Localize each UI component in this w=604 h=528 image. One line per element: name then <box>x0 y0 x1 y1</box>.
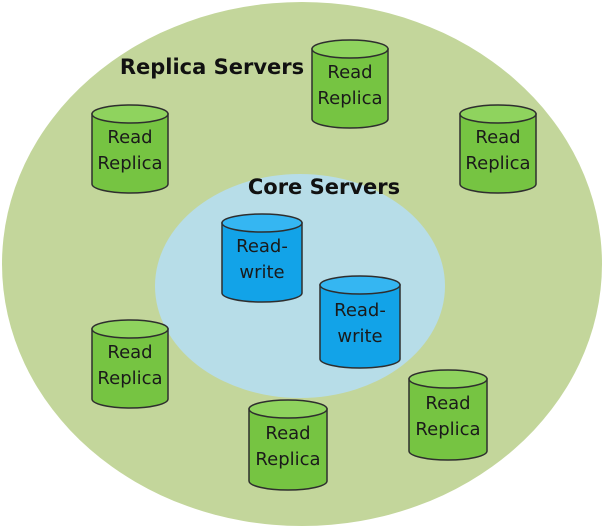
server-label-line2: Replica <box>255 449 320 470</box>
server-label-line2: write <box>337 326 382 347</box>
cylinder-top <box>248 399 328 419</box>
server-label-line1: Read <box>425 393 470 414</box>
read-write-server: Read-write <box>319 275 401 369</box>
server-label-line2: Replica <box>317 88 382 109</box>
cylinder-body <box>248 408 328 491</box>
server-label-line1: Read <box>327 62 372 83</box>
server-label-line1: Read <box>475 127 520 148</box>
server-label-line1: Read- <box>334 300 386 321</box>
cylinder-top <box>91 319 169 339</box>
server-label-line2: Replica <box>97 153 162 174</box>
replica-servers-label: Replica Servers <box>120 55 304 79</box>
server-group: ReadReplicaReadReplicaReadReplicaRead-wr… <box>91 39 537 491</box>
read-write-server: Read-write <box>221 213 303 303</box>
cylinder-top <box>221 213 303 233</box>
cylinder-body <box>319 284 401 369</box>
cylinder-body <box>91 328 169 409</box>
cylinder-top <box>319 275 401 295</box>
server-label-line2: Replica <box>465 153 530 174</box>
cylinder-body <box>459 113 537 194</box>
cylinder-body <box>311 48 389 129</box>
server-label-line1: Read <box>265 423 310 444</box>
server-label-line2: Replica <box>415 419 480 440</box>
server-label-line1: Read <box>107 127 152 148</box>
core-servers-label: Core Servers <box>248 175 400 199</box>
cylinder-top <box>311 39 389 59</box>
cylinder-top <box>408 369 488 389</box>
cylinder-top <box>91 104 169 124</box>
server-label-line2: Replica <box>97 368 162 389</box>
server-label-line1: Read- <box>236 236 288 257</box>
server-label-line1: Read <box>107 342 152 363</box>
cylinder-top <box>459 104 537 124</box>
cylinder-body <box>221 222 303 303</box>
cylinder-body <box>408 378 488 461</box>
server-label-line2: write <box>239 262 284 283</box>
cylinder-body <box>91 113 169 194</box>
